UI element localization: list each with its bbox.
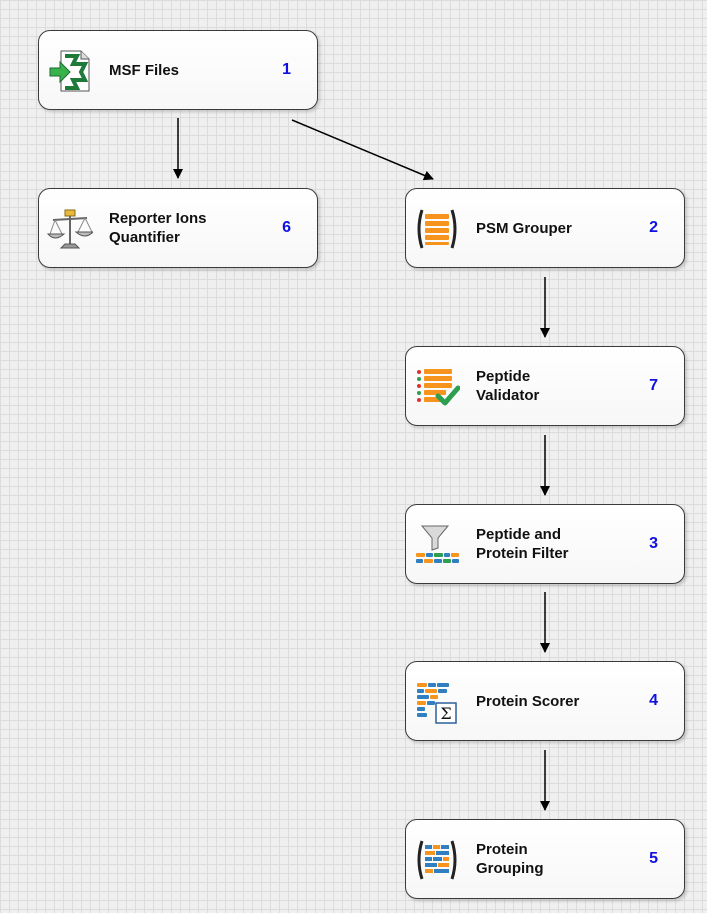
node-number: 5 [649, 850, 658, 867]
node-number: 4 [649, 692, 658, 709]
node-peptide-protein-filter[interactable]: Peptide and Protein Filter 3 [405, 504, 685, 584]
node-number: 7 [649, 377, 658, 394]
node-label: MSF Files [109, 61, 180, 79]
node-msf-files[interactable]: MSF Files 1 [38, 30, 318, 110]
balance-scale-icon [47, 209, 93, 249]
filter-funnel-icon [416, 525, 459, 563]
node-psm-grouper[interactable]: PSM Grouper 2 [405, 188, 685, 268]
node-number: 3 [649, 535, 658, 552]
node-label: Protein Grouping [476, 841, 544, 877]
psm-grouper-icon [417, 209, 457, 249]
node-label: Peptide and Protein Filter [476, 526, 569, 562]
node-protein-scorer[interactable]: Σ Protein Scorer 4 [405, 661, 685, 741]
sigma-scorer-icon: Σ [417, 683, 457, 724]
node-number: 1 [282, 61, 291, 78]
node-number: 2 [649, 219, 658, 236]
svg-text:Σ: Σ [440, 704, 451, 723]
node-number: 6 [282, 219, 291, 236]
node-peptide-validator[interactable]: Peptide Validator 7 [405, 346, 685, 426]
node-label: Peptide Validator [476, 368, 540, 404]
node-reporter-ions-quantifier[interactable]: Reporter Ions Quantifier 6 [38, 188, 318, 268]
node-label: Reporter Ions Quantifier [109, 210, 207, 246]
protein-grouping-icon [417, 840, 457, 880]
arrow-msf-to-psm [291, 119, 434, 181]
msf-file-icon [49, 50, 90, 92]
validator-check-icon [417, 369, 460, 406]
node-label: Protein Scorer [476, 692, 580, 710]
node-protein-grouping[interactable]: Protein Grouping 5 [405, 819, 685, 899]
node-label: PSM Grouper [476, 219, 572, 237]
